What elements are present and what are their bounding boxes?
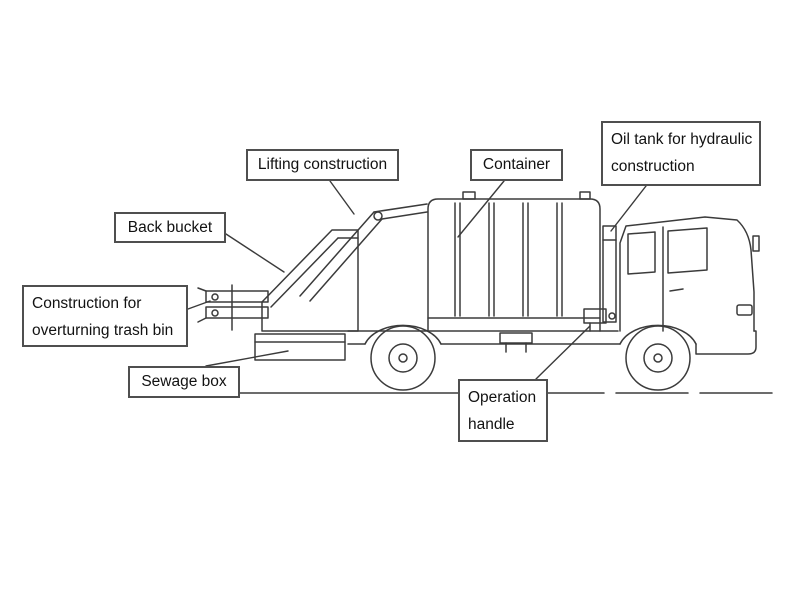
lifting-construction-part	[299, 203, 428, 302]
label-text: Operation	[468, 389, 537, 406]
leader-lines	[187, 180, 647, 380]
label-overturning-construction: Construction for overturning trash bin	[22, 285, 188, 347]
label-text: Sewage box	[141, 373, 227, 390]
front-wheel	[625, 325, 691, 391]
sewage-box-part	[254, 333, 346, 361]
oil-tank-part	[602, 225, 617, 323]
label-lifting-construction: Lifting construction	[246, 149, 399, 181]
label-back-bucket: Back bucket	[114, 212, 226, 243]
label-text: handle	[468, 416, 515, 433]
label-container: Container	[470, 149, 563, 181]
container-part	[427, 191, 601, 332]
label-text: Oil tank for hydraulic	[611, 131, 753, 148]
label-sewage-box: Sewage box	[128, 366, 240, 398]
operation-handle-part	[583, 308, 616, 332]
back-bucket-part	[261, 229, 359, 332]
rear-wheel	[370, 325, 436, 391]
label-operation-handle: Operation handle	[458, 379, 548, 442]
overturning-mechanism-part	[197, 284, 269, 331]
label-text: construction	[611, 158, 695, 175]
label-text: overturning trash bin	[32, 322, 174, 339]
label-text: Construction for	[32, 295, 142, 312]
label-text: Back bucket	[127, 218, 213, 236]
label-text: Container	[482, 156, 551, 173]
label-oil-tank: Oil tank for hydraulic construction	[601, 121, 761, 186]
label-text: Lifting construction	[257, 156, 388, 173]
cab	[619, 216, 760, 355]
